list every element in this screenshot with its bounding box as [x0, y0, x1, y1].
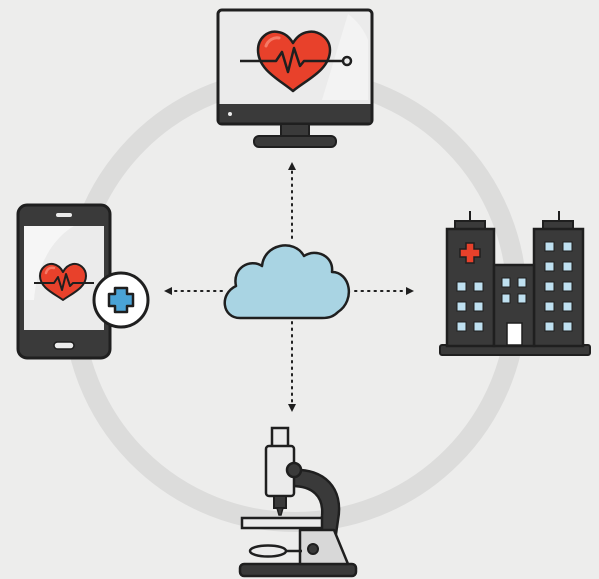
smartphone-heart-icon [16, 203, 150, 360]
plus-badge-icon [92, 271, 150, 329]
hospital-building-icon [439, 211, 591, 356]
heartbeat-line [34, 273, 94, 291]
connectors [164, 162, 414, 412]
heartbeat-line [240, 46, 345, 74]
hospital-cross-icon [459, 242, 481, 264]
hospital-door [506, 322, 523, 346]
cloud-icon [223, 244, 351, 320]
microscope-icon [238, 426, 358, 578]
heart-icon [256, 30, 332, 93]
heart-monitor-icon [216, 8, 374, 148]
hospital-windows [456, 241, 573, 332]
